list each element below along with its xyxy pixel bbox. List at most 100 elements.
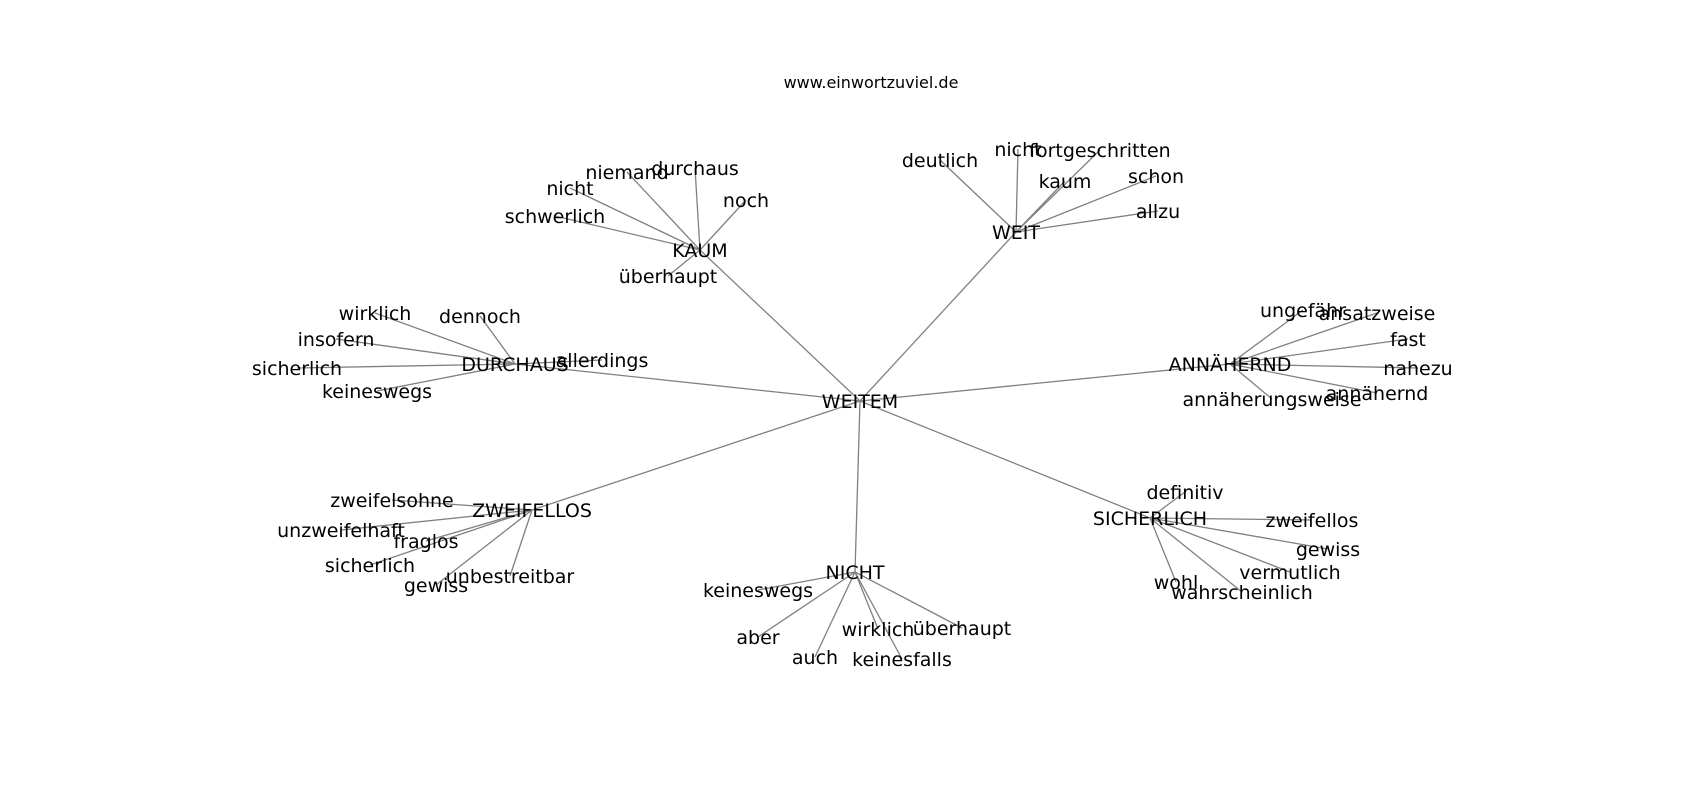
leaf-node-label: fortgeschritten bbox=[1029, 140, 1170, 162]
hub-node-label: ANNÄHERND bbox=[1169, 353, 1292, 376]
leaf-node-label: unbestreitbar bbox=[446, 566, 575, 588]
leaf-node-label: auch bbox=[792, 647, 838, 669]
leaf-node-label: kaum bbox=[1039, 171, 1092, 193]
edge-hub-leaf bbox=[1229, 363, 1273, 400]
edge-hub-leaf bbox=[939, 159, 1017, 233]
hub-node-label: NICHT bbox=[826, 562, 885, 584]
edge-hub-leaf bbox=[376, 363, 516, 392]
edge-hub-leaf bbox=[369, 509, 533, 566]
edge-root-hub bbox=[854, 400, 861, 573]
edge-hub-leaf bbox=[296, 363, 516, 369]
leaf-node-label: fast bbox=[1390, 329, 1426, 351]
leaf-node-label: wirklich bbox=[339, 303, 412, 325]
leaf-node-label: wohl bbox=[1154, 572, 1199, 594]
edge-hub-leaf bbox=[667, 249, 701, 277]
edge-hub-leaf bbox=[340, 509, 533, 531]
leaf-node-label: keineswegs bbox=[322, 381, 432, 403]
edge-hub-leaf bbox=[1229, 363, 1419, 369]
leaf-node-label: unzweifelhaft bbox=[277, 520, 405, 542]
leaf-node-label: gewiss bbox=[404, 575, 468, 597]
edges bbox=[296, 148, 1419, 660]
edge-hub-leaf bbox=[1149, 517, 1243, 593]
leaf-node-label: nicht bbox=[546, 178, 593, 200]
edge-hub-leaf bbox=[1229, 312, 1378, 365]
edge-hub-leaf bbox=[699, 199, 747, 251]
edge-hub-leaf bbox=[1149, 517, 1177, 583]
leaf-node-label: sicherlich bbox=[325, 555, 415, 577]
edge-hub-leaf bbox=[757, 571, 856, 591]
diagram-title: www.einwortzuviel.de bbox=[784, 73, 959, 92]
edge-hub-leaf bbox=[1149, 517, 1329, 550]
leaf-node-label: insofern bbox=[298, 329, 375, 351]
leaf-node-label: zweifellos bbox=[1266, 510, 1359, 532]
edge-hub-leaf bbox=[1149, 517, 1291, 573]
edge-hub-leaf bbox=[509, 509, 533, 577]
edge-hub-leaf bbox=[1149, 491, 1186, 519]
edge-root-hub bbox=[514, 363, 861, 402]
edge-hub-leaf bbox=[391, 499, 533, 511]
leaf-node-label: fraglos bbox=[393, 531, 458, 553]
leaf-node-label: wahrscheinlich bbox=[1171, 582, 1312, 604]
leaf-node-label: dennoch bbox=[439, 306, 521, 328]
leaf-node-label: nahezu bbox=[1383, 358, 1452, 380]
edge-hub-leaf bbox=[1015, 210, 1159, 233]
edge-hub-leaf bbox=[374, 312, 516, 365]
leaf-node-label: ansatzweise bbox=[1319, 303, 1436, 325]
leaf-node-label: zweifelsohne bbox=[330, 490, 453, 512]
edge-hub-leaf bbox=[757, 571, 856, 638]
leaf-node-label: vermutlich bbox=[1239, 562, 1340, 584]
leaf-node-label: sicherlich bbox=[252, 358, 342, 380]
edge-hub-leaf bbox=[1015, 175, 1157, 233]
hub-node-label: WEIT bbox=[992, 222, 1040, 244]
edge-hub-leaf bbox=[854, 571, 879, 630]
leaf-node-label: durchaus bbox=[651, 158, 739, 180]
edge-root-hub bbox=[859, 231, 1017, 402]
leaf-node-label: annäherungsweise bbox=[1182, 389, 1361, 411]
leaf-node-label: definitiv bbox=[1146, 482, 1223, 504]
leaf-node-label: gewiss bbox=[1296, 539, 1360, 561]
edge-hub-leaf bbox=[626, 171, 701, 251]
edge-hub-leaf bbox=[1229, 309, 1304, 365]
edge-hub-leaf bbox=[694, 167, 701, 251]
hub-node-label: KAUM bbox=[672, 240, 727, 262]
edge-root-hub bbox=[531, 400, 861, 511]
leaf-node-label: keinesfalls bbox=[852, 649, 952, 671]
edge-hub-leaf bbox=[1149, 517, 1313, 521]
leaf-node-label: aber bbox=[736, 627, 779, 649]
leaf-node-label: keineswegs bbox=[703, 580, 813, 602]
leaf-node-label: allerdings bbox=[556, 350, 649, 372]
edge-hub-leaf bbox=[1229, 338, 1409, 365]
leaf-node-label: niemand bbox=[585, 162, 668, 184]
leaf-node-label: ungefähr bbox=[1260, 300, 1346, 322]
edge-hub-leaf bbox=[335, 338, 516, 365]
hub-node-label: ZWEIFELLOS bbox=[472, 500, 592, 522]
edge-root-hub bbox=[859, 363, 1231, 402]
leaf-node-label: überhaupt bbox=[913, 618, 1012, 640]
leaf-node-label: deutlich bbox=[902, 150, 978, 172]
leaf-node-label: schon bbox=[1128, 166, 1184, 188]
edge-hub-leaf bbox=[554, 215, 701, 251]
edge-hub-leaf bbox=[854, 571, 963, 629]
edge-hub-leaf bbox=[854, 571, 903, 660]
leaf-node-label: nicht bbox=[994, 139, 1041, 161]
leaf-node-label: schwerlich bbox=[505, 206, 605, 228]
edge-root-hub bbox=[859, 400, 1151, 519]
edge-hub-leaf bbox=[1015, 180, 1066, 233]
edge-hub-leaf bbox=[1015, 148, 1019, 233]
hub-node-label: SICHERLICH bbox=[1093, 508, 1207, 530]
edge-hub-leaf bbox=[425, 509, 533, 542]
leaf-node-label: überhaupt bbox=[619, 266, 718, 288]
edge-hub-leaf bbox=[1229, 363, 1378, 394]
leaf-node-label: allzu bbox=[1136, 201, 1180, 223]
hub-node-label: DURCHAUS bbox=[461, 354, 568, 376]
leaf-node-label: wirklich bbox=[842, 619, 915, 641]
edge-root-hub bbox=[699, 249, 861, 402]
leaf-node-label: annähernd bbox=[1326, 383, 1429, 405]
edge-hub-leaf bbox=[479, 315, 516, 365]
edge-hub-leaf bbox=[435, 509, 533, 586]
edge-hub-leaf bbox=[569, 187, 701, 251]
leaf-node-label: noch bbox=[723, 190, 769, 212]
root-node-label: WEITEM bbox=[822, 391, 898, 413]
